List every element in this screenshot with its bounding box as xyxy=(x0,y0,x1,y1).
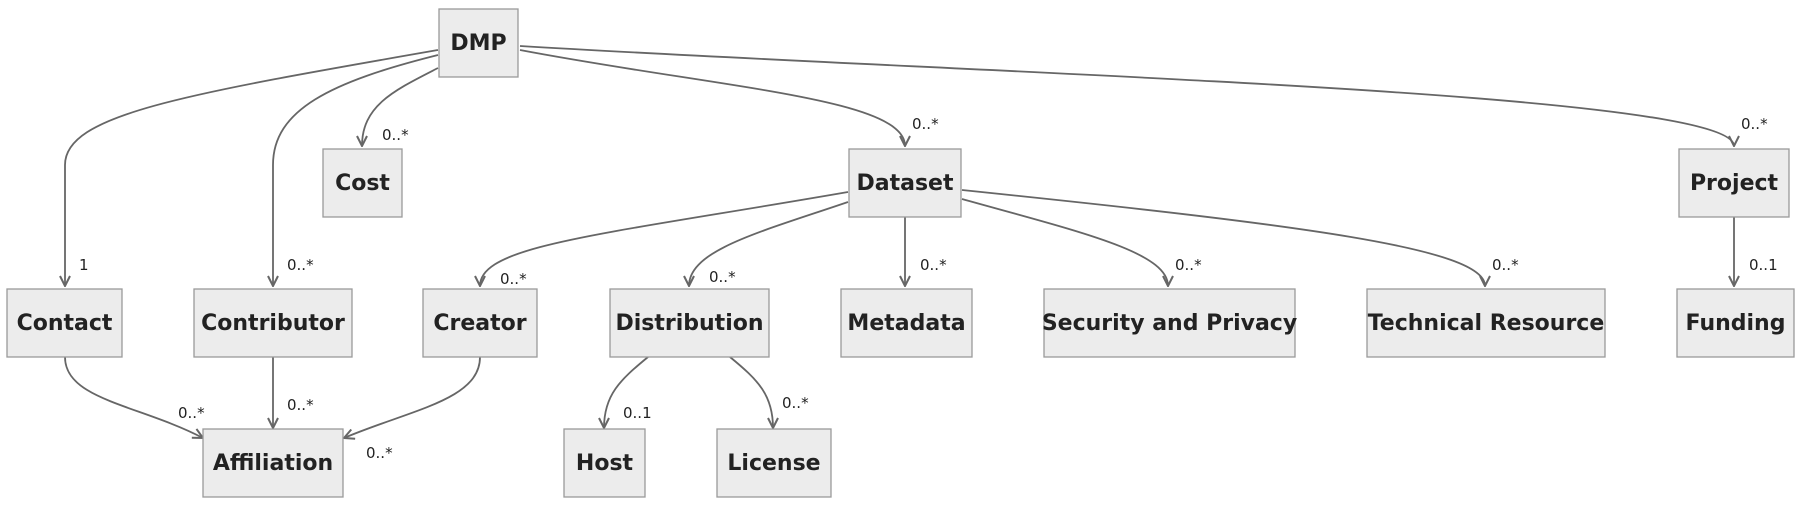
edge-distribution-license xyxy=(729,356,773,428)
node-cost: Cost xyxy=(322,148,403,218)
node-distribution-label: Distribution xyxy=(615,311,763,336)
edge-dataset-distribution xyxy=(689,201,849,286)
node-affiliation: Affiliation xyxy=(202,428,344,498)
edge-dmp-contributor xyxy=(273,54,439,286)
node-license: License xyxy=(716,428,832,498)
label-dmp-dataset: 0..* xyxy=(912,115,939,133)
edge-dmp-project xyxy=(519,45,1734,146)
edge-contact-affiliation xyxy=(64,356,203,438)
label-dataset-metadata: 0..* xyxy=(920,256,947,274)
node-creator-label: Creator xyxy=(433,311,526,336)
node-project: Project xyxy=(1678,148,1790,218)
edge-dmp-contact xyxy=(65,49,439,286)
node-host-label: Host xyxy=(576,451,634,476)
edge-dmp-dataset xyxy=(519,49,905,146)
node-contact: Contact xyxy=(6,288,123,358)
edge-dataset-creator xyxy=(480,191,849,286)
edge-dataset-security xyxy=(961,198,1168,286)
edge-dataset-technical xyxy=(961,189,1485,286)
edge-labels: 1 0..* 0..* 0..* 0..* 0..* 0..* 0..* 0..… xyxy=(79,115,1778,462)
label-dmp-contributor: 0..* xyxy=(287,256,314,274)
node-project-label: Project xyxy=(1690,171,1779,196)
label-dmp-cost: 0..* xyxy=(382,126,409,144)
label-creator-affiliation: 0..* xyxy=(366,444,393,462)
node-metadata-label: Metadata xyxy=(847,311,965,336)
label-dataset-technical: 0..* xyxy=(1492,256,1519,274)
node-distribution: Distribution xyxy=(609,288,770,358)
node-host: Host xyxy=(563,428,646,498)
node-affiliation-label: Affiliation xyxy=(213,451,333,476)
node-funding-label: Funding xyxy=(1686,311,1786,336)
node-dataset: Dataset xyxy=(848,148,962,218)
node-technical-resource-label: Technical Resource xyxy=(1368,311,1605,336)
node-security-privacy: Security and Privacy xyxy=(1042,288,1297,358)
edge-dmp-cost xyxy=(362,67,439,146)
node-contact-label: Contact xyxy=(17,311,113,336)
node-funding: Funding xyxy=(1676,288,1795,358)
edge-distribution-host xyxy=(604,356,649,428)
node-license-label: License xyxy=(727,451,820,476)
node-dataset-label: Dataset xyxy=(856,171,953,196)
node-dmp-label: DMP xyxy=(450,31,506,56)
label-contact-affiliation: 0..* xyxy=(178,404,205,422)
label-dataset-security: 0..* xyxy=(1175,256,1202,274)
label-dataset-creator: 0..* xyxy=(500,270,527,288)
label-distribution-host: 0..1 xyxy=(623,404,652,422)
label-project-funding: 0..1 xyxy=(1749,256,1778,274)
label-dmp-contact: 1 xyxy=(79,256,89,274)
nodes: DMP Cost Dataset Project Contact Contrib… xyxy=(6,8,1795,498)
label-distribution-license: 0..* xyxy=(782,394,809,412)
node-technical-resource: Technical Resource xyxy=(1366,288,1606,358)
node-cost-label: Cost xyxy=(335,171,390,196)
edges xyxy=(64,45,1734,438)
label-contributor-affiliation: 0..* xyxy=(287,396,314,414)
label-dmp-project: 0..* xyxy=(1741,115,1768,133)
label-dataset-distribution: 0..* xyxy=(709,268,736,286)
node-security-privacy-label: Security and Privacy xyxy=(1042,311,1297,336)
node-dmp: DMP xyxy=(438,8,519,78)
node-contributor-label: Contributor xyxy=(201,311,345,336)
node-contributor: Contributor xyxy=(193,288,353,358)
node-creator: Creator xyxy=(422,288,538,358)
node-metadata: Metadata xyxy=(840,288,973,358)
edge-creator-affiliation xyxy=(344,356,481,438)
